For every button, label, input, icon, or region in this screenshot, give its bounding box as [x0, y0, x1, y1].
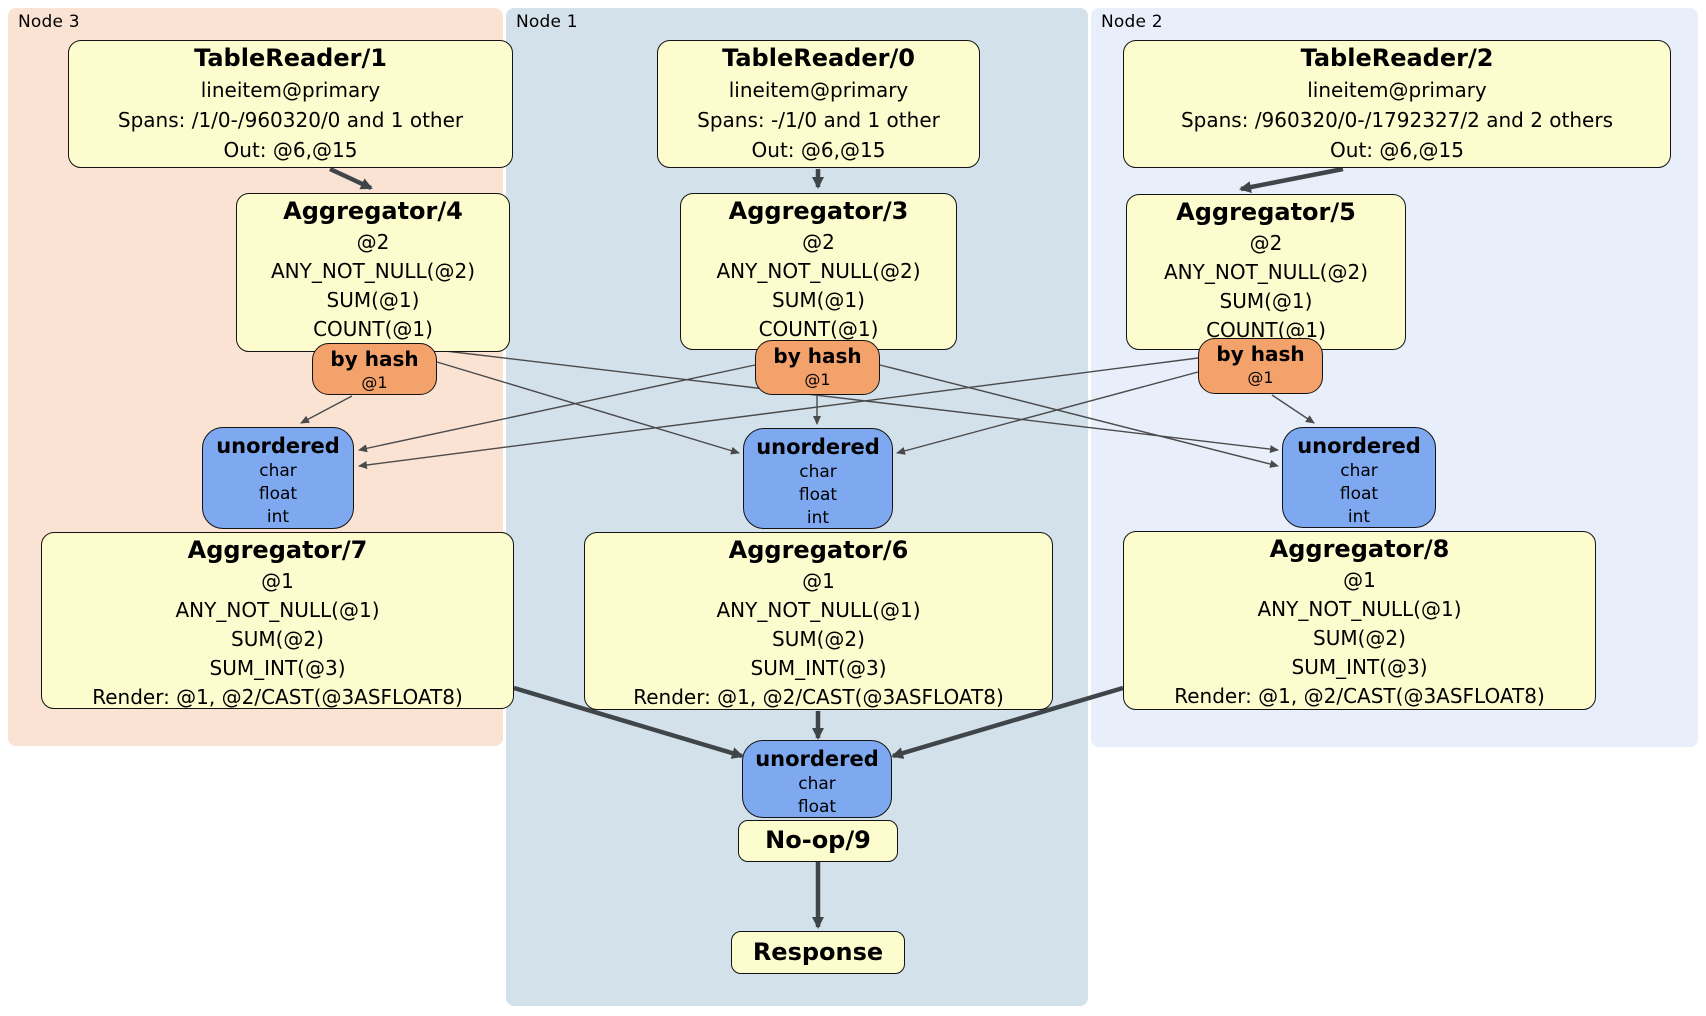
router-key: @1 — [804, 370, 831, 389]
operator-title: Aggregator/6 — [728, 536, 909, 564]
operator-detail: SUM_INT(@3) — [209, 656, 346, 680]
operator-title: No-op/9 — [765, 826, 871, 854]
operator-title: Response — [752, 938, 884, 966]
operator-detail: SUM(@2) — [231, 627, 324, 651]
operator-title: TableReader/0 — [722, 44, 915, 72]
sync-column: int — [1347, 507, 1371, 527]
node1-label: Node 1 — [516, 12, 578, 32]
operator-detail: @2 — [802, 230, 835, 254]
sync-title: unordered — [756, 435, 880, 459]
router-key: @1 — [361, 373, 388, 392]
sync-title: unordered — [755, 747, 879, 771]
operator-detail: lineitem@primary — [200, 78, 381, 102]
table-reader-0-box: TableReader/0 lineitem@primary Spans: -/… — [657, 40, 980, 168]
hash-router-node1: by hash @1 — [755, 340, 880, 395]
operator-detail: ANY_NOT_NULL(@2) — [716, 259, 921, 283]
aggregator-8-box: Aggregator/8 @1 ANY_NOT_NULL(@1) SUM(@2)… — [1123, 531, 1596, 710]
sync-column: char — [1340, 461, 1378, 481]
operator-detail: Out: @6,@15 — [751, 138, 886, 162]
sync-title: unordered — [1297, 434, 1421, 458]
router-title: by hash — [330, 347, 419, 371]
table-reader-2-box: TableReader/2 lineitem@primary Spans: /9… — [1123, 40, 1671, 168]
aggregator-6-box: Aggregator/6 @1 ANY_NOT_NULL(@1) SUM(@2)… — [584, 532, 1053, 710]
router-key: @1 — [1247, 368, 1274, 387]
aggregator-4-box: Aggregator/4 @2 ANY_NOT_NULL(@2) SUM(@1)… — [236, 193, 510, 352]
sync-column: float — [258, 484, 298, 504]
sync-column: int — [806, 508, 830, 528]
noop-9-box: No-op/9 — [738, 820, 898, 862]
sync-title: unordered — [216, 434, 340, 458]
hash-router-node3: by hash @1 — [312, 343, 437, 395]
operator-detail: lineitem@primary — [1307, 78, 1487, 102]
router-title: by hash — [773, 344, 862, 368]
operator-detail: COUNT(@1) — [313, 317, 433, 341]
operator-detail: SUM(@2) — [772, 627, 865, 651]
operator-title: TableReader/1 — [194, 44, 387, 72]
hash-router-node2: by hash @1 — [1198, 338, 1323, 394]
operator-detail: ANY_NOT_NULL(@1) — [175, 598, 380, 622]
unordered-sync-node3: unordered char float int — [202, 427, 354, 529]
operator-title: Aggregator/8 — [1269, 535, 1450, 563]
operator-title: Aggregator/4 — [283, 197, 463, 225]
operator-title: TableReader/2 — [1300, 44, 1494, 72]
operator-detail: @2 — [1249, 231, 1283, 255]
operator-detail: Out: @6,@15 — [1330, 138, 1464, 162]
operator-detail: Spans: /960320/0-/1792327/2 and 2 others — [1180, 108, 1613, 132]
operator-detail: Render: @1, @2/CAST(@3ASFLOAT8) — [1174, 684, 1545, 708]
operator-detail: SUM(@1) — [326, 288, 420, 312]
operator-detail: Render: @1, @2/CAST(@3ASFLOAT8) — [633, 685, 1004, 709]
operator-detail: @1 — [802, 569, 835, 593]
operator-detail: ANY_NOT_NULL(@2) — [271, 259, 475, 283]
operator-detail: Spans: -/1/0 and 1 other — [697, 108, 940, 132]
sync-column: char — [799, 462, 837, 482]
unordered-sync-node1: unordered char float int — [743, 428, 893, 529]
operator-detail: SUM_INT(@3) — [750, 656, 887, 680]
unordered-sync-node2: unordered char float int — [1282, 427, 1436, 528]
operator-detail: Render: @1, @2/CAST(@3ASFLOAT8) — [92, 685, 463, 709]
aggregator-5-box: Aggregator/5 @2 ANY_NOT_NULL(@2) SUM(@1)… — [1126, 194, 1406, 350]
operator-detail: ANY_NOT_NULL(@2) — [1164, 260, 1368, 284]
operator-detail: lineitem@primary — [728, 78, 909, 102]
sync-column: float — [1339, 484, 1379, 504]
operator-detail: ANY_NOT_NULL(@1) — [716, 598, 921, 622]
operator-detail: SUM_INT(@3) — [1291, 655, 1428, 679]
operator-detail: Spans: /1/0-/960320/0 and 1 other — [117, 108, 464, 132]
operator-detail: SUM(@2) — [1313, 626, 1406, 650]
response-box: Response — [731, 931, 905, 974]
operator-detail: @1 — [1343, 568, 1376, 592]
operator-title: Aggregator/3 — [728, 197, 909, 225]
operator-detail: Out: @6,@15 — [223, 138, 358, 162]
sync-column: int — [266, 507, 290, 527]
operator-detail: COUNT(@1) — [758, 317, 879, 341]
operator-detail: SUM(@1) — [772, 288, 865, 312]
aggregator-3-box: Aggregator/3 @2 ANY_NOT_NULL(@2) SUM(@1)… — [680, 193, 957, 350]
sync-column: float — [798, 485, 838, 505]
node3-label: Node 3 — [18, 12, 80, 32]
operator-detail: SUM(@1) — [1219, 289, 1313, 313]
unordered-sync-final: unordered char float — [742, 740, 892, 818]
router-title: by hash — [1216, 342, 1305, 366]
table-reader-1-box: TableReader/1 lineitem@primary Spans: /1… — [68, 40, 513, 168]
operator-detail: ANY_NOT_NULL(@1) — [1257, 597, 1462, 621]
sync-column: char — [798, 774, 836, 794]
operator-detail: @2 — [356, 230, 390, 254]
operator-detail: @1 — [261, 569, 294, 593]
operator-title: Aggregator/7 — [187, 536, 368, 564]
sync-column: char — [259, 461, 297, 481]
sync-column: float — [797, 797, 837, 817]
aggregator-7-box: Aggregator/7 @1 ANY_NOT_NULL(@1) SUM(@2)… — [41, 532, 514, 709]
operator-title: Aggregator/5 — [1176, 198, 1356, 226]
node2-label: Node 2 — [1101, 12, 1163, 32]
